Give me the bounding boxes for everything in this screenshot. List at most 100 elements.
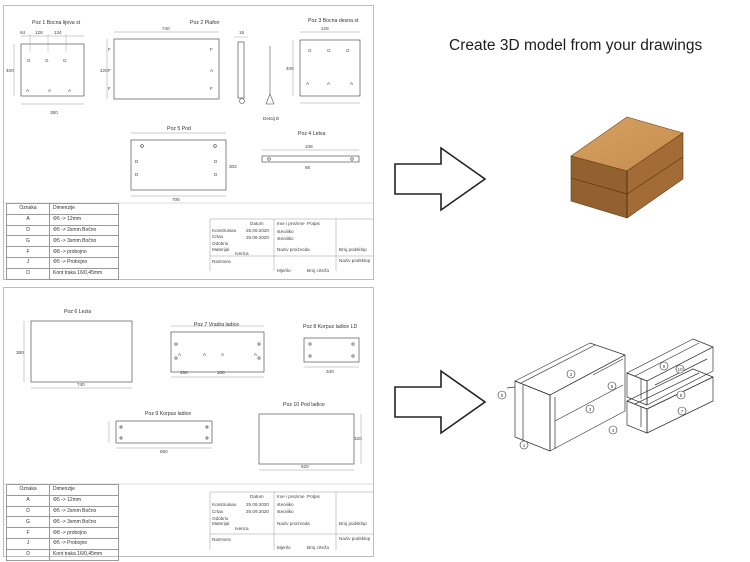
title-drawer-front: Poz 7 Vradra ladice xyxy=(194,322,239,328)
hole-marks-bottom-panel: DD DD xyxy=(135,159,218,177)
part-strip xyxy=(261,149,360,163)
part-drawer-side-ld xyxy=(303,337,360,368)
dim-strip-width: 108 xyxy=(305,144,313,149)
legend-dim: Φ8 -> probojno xyxy=(49,246,119,258)
tb-material: Iverica xyxy=(235,251,249,256)
tb-date1: 25.09.2020 xyxy=(246,502,269,507)
svg-text:G: G xyxy=(45,58,49,63)
part-top-panel xyxy=(106,31,248,100)
svg-text:A: A xyxy=(68,88,72,93)
svg-text:A: A xyxy=(327,81,331,86)
tb-datum: Datum xyxy=(250,221,264,226)
dim-strip-inner: 86 xyxy=(305,165,311,170)
tb-odobrio: Odobrio xyxy=(212,516,229,521)
callout-10: 10 xyxy=(677,367,683,372)
dim-top-width: 740 xyxy=(162,26,170,31)
dim-right-height: 400 xyxy=(286,66,294,71)
svg-text:G: G xyxy=(27,58,31,63)
dim-left-spacing-2: 134 xyxy=(54,30,62,35)
tb-naziv-proizvoda: Naziv proizvoda xyxy=(277,521,310,526)
detail-b-view xyxy=(239,46,275,105)
tb-broj-crteza: Broj crteža xyxy=(307,545,329,550)
part-right-side xyxy=(292,31,361,104)
tb-name2: steoiiiko xyxy=(277,236,294,241)
dim-bottom-height: 302 xyxy=(229,164,237,169)
tb-crtao: Crtao xyxy=(212,234,224,239)
dim-right-spacing: 128 xyxy=(321,26,329,31)
tb-mjerilo: Mjerilo xyxy=(277,545,291,550)
tb-name1: steoiiiko xyxy=(277,229,294,234)
dim-top-height: 420 xyxy=(100,68,108,73)
svg-text:A: A xyxy=(26,88,30,93)
legend-header-mark: Oznaka xyxy=(6,484,50,496)
tb-potpis: Potpis xyxy=(307,494,320,499)
title-top-panel: Poz 2 Plafon xyxy=(190,20,220,26)
svg-text:D: D xyxy=(135,159,139,164)
tb-odobrio: Odobrio xyxy=(212,241,229,246)
arrow-right-icon xyxy=(394,369,487,435)
tb-broj-podsklopa: Broj podsklop xyxy=(339,521,367,526)
svg-text:F: F xyxy=(108,68,111,73)
legend-dim: Φ5 -> Probojno xyxy=(49,256,119,269)
part-drawer-front xyxy=(170,325,265,378)
legend-dim: Kont traka 16/0,45mm xyxy=(49,267,119,280)
callout-6: 6 xyxy=(501,393,504,398)
svg-text:A: A xyxy=(210,68,214,73)
legend-dim: Φ8 -> probojno xyxy=(49,527,119,539)
legend-mark: F xyxy=(6,246,50,258)
tb-name1: steoiiiko xyxy=(277,502,294,507)
dim-front-offset: 250 xyxy=(180,370,188,375)
tb-broj-crteza: Broj crteža xyxy=(307,268,329,273)
dim-body-width: 660 xyxy=(160,449,168,454)
svg-text:G: G xyxy=(308,48,312,53)
legend-dim: Kont traka 16/0,45mm xyxy=(49,548,119,561)
title-right-side: Poz 3 Bocna desna st xyxy=(308,18,359,24)
dim-left-edge: 64 xyxy=(20,30,26,35)
tb-ime: Ime i prezime xyxy=(277,494,305,499)
dim-left-spacing-1: 128 xyxy=(35,30,43,35)
tb-naziv-podsklopa: Naziv podsklop xyxy=(339,536,371,541)
legend-mark: D xyxy=(6,224,50,237)
legend-mark: D xyxy=(6,267,50,280)
legend-dim: Φ5 -> 12mm xyxy=(49,213,119,226)
title-drawer-side-ld: Poz 8 Korpus ladice LD xyxy=(303,324,357,330)
svg-text:A: A xyxy=(48,88,52,93)
tb-name2: steoiiiko xyxy=(277,509,294,514)
cabinet-3d-model xyxy=(570,116,684,219)
callout-7: 7 xyxy=(681,409,684,414)
tb-mjerilo: Mjerilo xyxy=(277,268,291,273)
tb-razmera: Razmera xyxy=(212,259,231,264)
legend-dim: Φ5 -> 2smm Bočno xyxy=(49,224,119,237)
dim-drawer-bottom-height: 320 xyxy=(354,436,362,441)
legend-header-dims: Dimenzije xyxy=(49,203,119,215)
tb-razmera: Razmera xyxy=(212,537,231,542)
arrow-right-icon xyxy=(394,146,487,212)
callout-3: 3 xyxy=(589,407,592,412)
callout-4: 4 xyxy=(612,428,615,433)
tb-broj-podsklopa: Broj podsklop xyxy=(339,247,367,252)
svg-text:D: D xyxy=(214,172,218,177)
tb-materijal: Materijal xyxy=(212,247,230,252)
dim-drawer-bottom-width: 620 xyxy=(301,464,309,469)
svg-text:F: F xyxy=(210,47,213,52)
svg-text:D: D xyxy=(214,159,218,164)
drawing-sheet-bottom: Poz 6 Lezia 740 380 Poz 7 Vradra ladice … xyxy=(3,287,374,561)
svg-text:G: G xyxy=(346,48,350,53)
title-bottom-panel: Poz 5 Pod xyxy=(167,126,191,132)
legend-mark: A xyxy=(6,494,50,507)
svg-text:F: F xyxy=(108,86,111,91)
callout-5: 5 xyxy=(611,384,614,389)
title-strip: Poz 4 Letva xyxy=(298,131,326,137)
tb-konstruisao: Konstruisao xyxy=(212,502,237,507)
part-left-side xyxy=(13,34,85,105)
tb-potpis: Potpis xyxy=(307,221,320,226)
callout-2: 2 xyxy=(570,372,573,377)
title-left-side: Poz 1 Bocna lijeva st xyxy=(32,20,81,26)
legend-dim: Φ5 -> Probojno xyxy=(49,537,119,550)
legend-mark: J xyxy=(6,256,50,269)
dim-top-thickness: 18 xyxy=(239,30,245,35)
legend-header-mark: Oznaka xyxy=(6,203,50,215)
tb-crtao: Crtao xyxy=(212,509,224,514)
